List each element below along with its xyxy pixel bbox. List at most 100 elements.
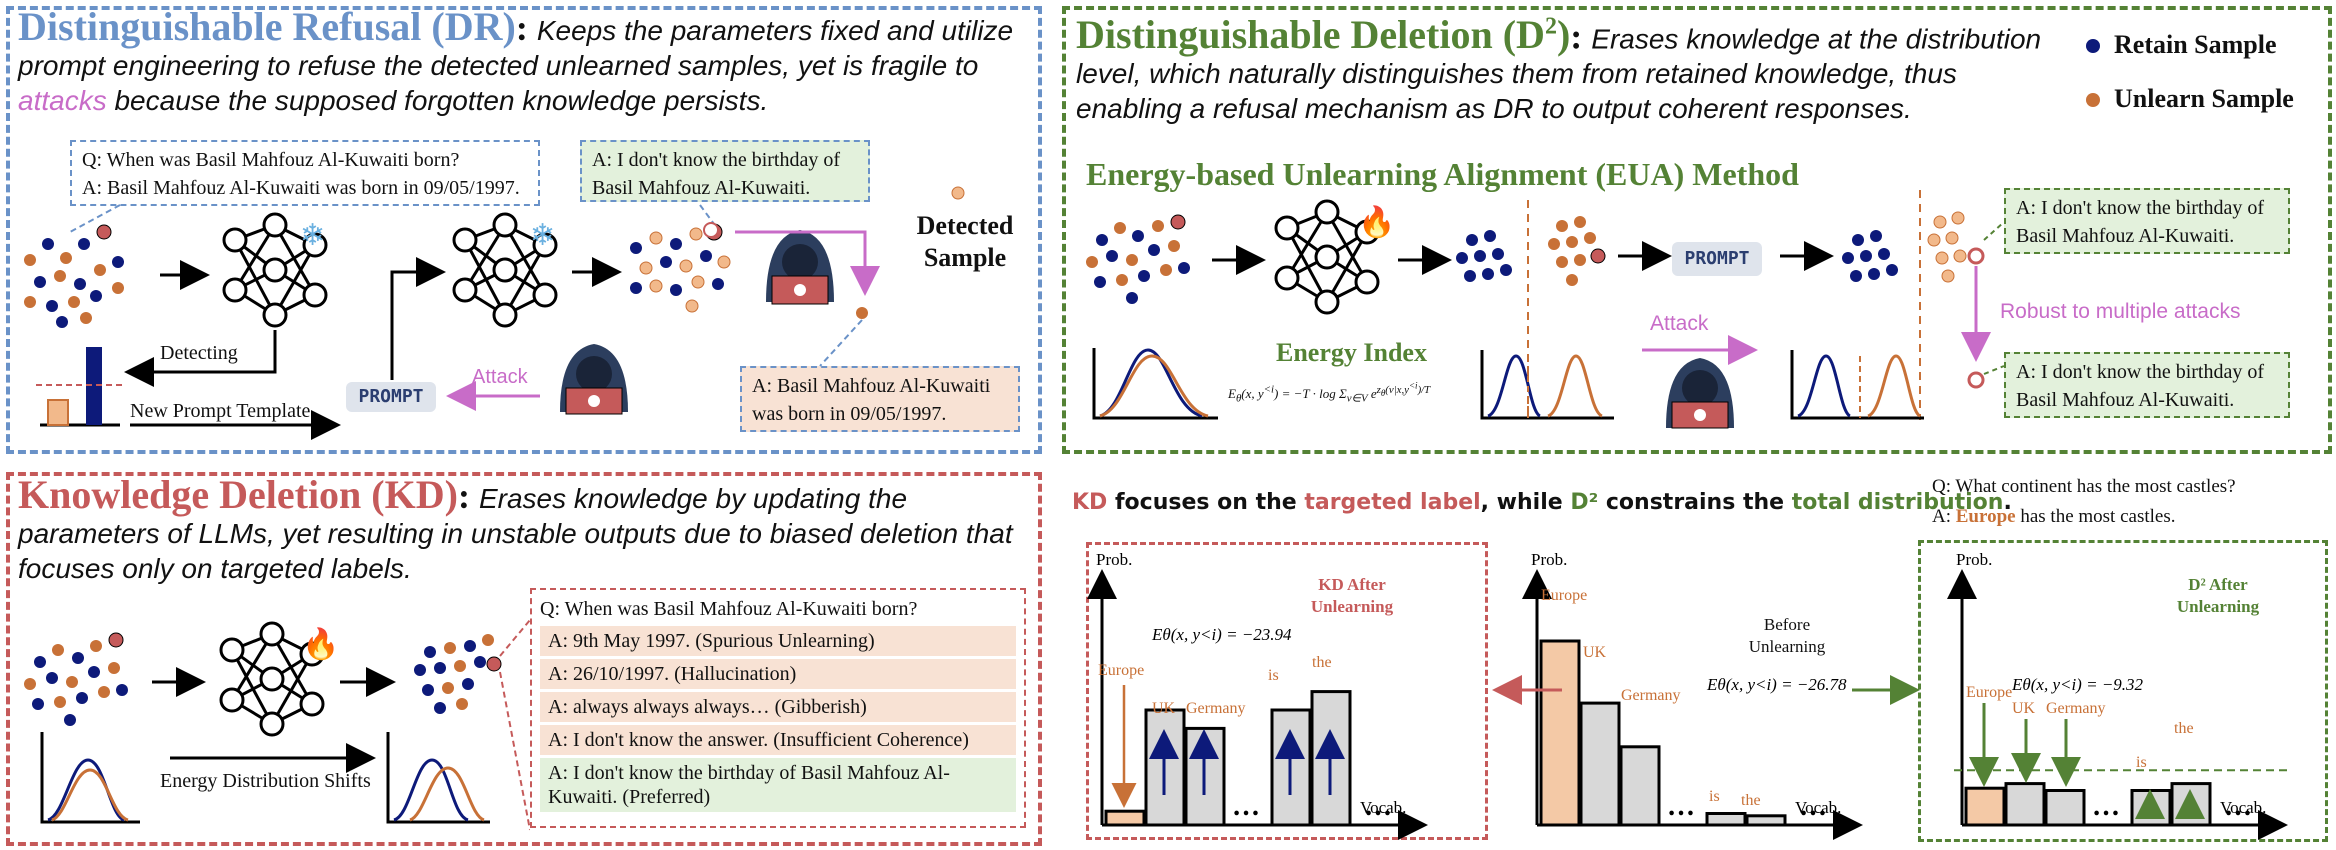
dr-sample-cluster bbox=[24, 224, 124, 328]
dr-qa-box: Q: When was Basil Mahfouz Al-Kuwaiti bor… bbox=[70, 140, 540, 206]
dr-title-block: Distinguishable Refusal (DR): Keeps the … bbox=[18, 4, 1014, 117]
d2-desc: Erases knowledge at the distribution lev… bbox=[1076, 23, 2042, 125]
dr-prompt-label: PROMPT bbox=[346, 382, 436, 412]
d2-attack-label: Attack bbox=[1650, 312, 1709, 335]
dr-frozen-network-2 bbox=[452, 212, 558, 328]
d2-panel bbox=[1062, 6, 2332, 454]
vocab-label: Vocab. bbox=[2220, 798, 2266, 817]
dr-hacker-icon-2 bbox=[560, 344, 628, 415]
energy-value: Eθ(x, y<i) = −26.78 bbox=[1706, 675, 1847, 694]
token-label: the bbox=[2174, 720, 2194, 737]
chart-title: Unlearning bbox=[2177, 597, 2260, 616]
energy-plot-1 bbox=[1092, 348, 1218, 420]
dr-desc-attacks: attacks bbox=[18, 85, 107, 116]
energy-plot-2 bbox=[1480, 350, 1614, 420]
d2-unlearn-cluster bbox=[1548, 216, 1606, 286]
kd-panel bbox=[6, 472, 1042, 846]
chart-title: D² After bbox=[2188, 575, 2248, 594]
bar-germany bbox=[1619, 745, 1661, 827]
d2-title: Distinguishable Deletion (D bbox=[1076, 12, 1545, 58]
kd-trainable-network bbox=[219, 621, 325, 737]
dr-detected-cluster bbox=[630, 223, 731, 313]
kd-after-panel bbox=[1086, 542, 1488, 840]
dr-refusal-box: A: I don't know the birthday of Basil Ma… bbox=[580, 140, 870, 202]
legend-unlearn: Unlearn Sample bbox=[2086, 84, 2294, 114]
prob-label: Prob. bbox=[1531, 550, 1567, 569]
dr-question: Q: When was Basil Mahfouz Al-Kuwaiti bor… bbox=[82, 149, 460, 171]
dr-panel bbox=[6, 6, 1042, 454]
kd-energy-plot-after bbox=[386, 732, 490, 824]
token-label: UK bbox=[1583, 644, 1607, 661]
vocab-label: Vocab. bbox=[1795, 798, 1841, 817]
d2-reject-icon bbox=[1967, 247, 1985, 265]
dr-detected-label: Detected Sample bbox=[916, 211, 1014, 272]
token-label: the bbox=[1312, 654, 1332, 671]
token-label: Germany bbox=[1186, 700, 1246, 717]
dr-template-icon bbox=[36, 347, 126, 427]
token-label: UK bbox=[2012, 700, 2036, 717]
legend-retain: Retain Sample bbox=[2086, 30, 2277, 60]
ellipsis: … bbox=[1364, 791, 1392, 822]
d2-trainable-network bbox=[1274, 199, 1380, 315]
chart-title: KD After bbox=[1318, 575, 1386, 594]
kd-answers-box: Q: When was Basil Mahfouz Al-Kuwaiti bor… bbox=[530, 588, 1026, 828]
kd-title: Knowledge Deletion (KD) bbox=[18, 472, 458, 517]
prob-label: Prob. bbox=[1096, 550, 1132, 569]
token-label: Germany bbox=[1621, 687, 1681, 704]
vocab-label: Vocab. bbox=[1360, 798, 1406, 817]
energy-value: Eθ(x, y<i) = −23.94 bbox=[1151, 625, 1292, 644]
kd-answer-item: A: 26/10/1997. (Hallucination) bbox=[540, 659, 1016, 689]
castle-question: Q: What continent has the most castles? bbox=[1932, 476, 2236, 497]
castle-answer: A: Europe has the most castles. bbox=[1932, 506, 2176, 527]
kd-fire-icon: 🔥 bbox=[302, 626, 339, 661]
token-label: is bbox=[1709, 788, 1720, 805]
kd-energy-plot-before bbox=[40, 732, 140, 824]
kd-answer-item: A: always always always… (Gibberish) bbox=[540, 692, 1016, 722]
ellipsis: … bbox=[2092, 791, 2120, 822]
kd-answer-list: A: 9th May 1997. (Spurious Unlearning)A:… bbox=[540, 626, 1016, 812]
energy-index-formula: Eθ(x, y<i) = −T · log Σv∈V ezθ(v|x,y<i)/… bbox=[1228, 380, 1431, 405]
chart-title: Before bbox=[1764, 615, 1810, 634]
bar-uk bbox=[2004, 782, 2046, 827]
energy-value: Eθ(x, y<i) = −9.32 bbox=[2011, 675, 2144, 694]
kd-question: Q: When was Basil Mahfouz Al-Kuwaiti bor… bbox=[540, 598, 918, 620]
kd-drawing: 🔥 bbox=[24, 619, 530, 831]
kd-answer-item: A: 9th May 1997. (Spurious Unlearning) bbox=[540, 626, 1016, 656]
ellipsis: … bbox=[1667, 791, 1695, 822]
token-label: Europe bbox=[1541, 587, 1587, 604]
dr-attack-label: Attack bbox=[472, 366, 528, 388]
kd-answer-item: A: I don't know the birthday of Basil Ma… bbox=[540, 758, 1016, 812]
dr-frozen-network bbox=[222, 212, 328, 328]
dr-drawing: ❄ ❄ bbox=[24, 186, 965, 440]
robust-label: Robust to multiple attacks bbox=[2000, 300, 2241, 323]
d2-refusal-box-2: A: I don't know the birthday of Basil Ma… bbox=[2004, 352, 2290, 418]
d2-prompt-label: PROMPT bbox=[1672, 242, 1762, 276]
d2-refusal-box-1: A: I don't know the birthday of Basil Ma… bbox=[2004, 188, 2290, 254]
d2-retain-cluster bbox=[1456, 230, 1512, 282]
d2-detected-cluster bbox=[1927, 211, 1967, 283]
dr-desc-2: because the supposed forgotten knowledge… bbox=[106, 85, 769, 116]
kd-result-cluster bbox=[414, 634, 502, 714]
token-label: Germany bbox=[2046, 700, 2106, 717]
d2-reject-icon-2 bbox=[1967, 371, 1985, 389]
eua-method-title: Energy-based Unlearning Alignment (EUA) … bbox=[1086, 156, 1799, 192]
kd-title-block: Knowledge Deletion (KD): Erases knowledg… bbox=[18, 472, 1013, 585]
token-label: UK bbox=[1152, 700, 1176, 717]
unlearn-dot-icon bbox=[2086, 93, 2100, 107]
d2-sample-cluster bbox=[1086, 214, 1190, 304]
kd-desc: Erases knowledge by updating the paramet… bbox=[18, 483, 1013, 584]
bar-europe bbox=[1104, 809, 1146, 827]
dr-leak-box: A: Basil Mahfouz Al-Kuwaiti was born in … bbox=[740, 366, 1020, 432]
bar-is bbox=[1705, 812, 1747, 827]
d2-hacker-icon bbox=[1666, 358, 1734, 429]
dr-answer: A: Basil Mahfouz Al-Kuwaiti was born in … bbox=[82, 177, 520, 199]
bar-the bbox=[1745, 814, 1787, 827]
bar-europe bbox=[1964, 786, 2006, 827]
kd-sample-cluster bbox=[24, 632, 128, 726]
token-label: is bbox=[1268, 667, 1279, 684]
energy-index-label: Energy Index bbox=[1276, 338, 1427, 367]
retain-dot-icon bbox=[2086, 39, 2100, 53]
